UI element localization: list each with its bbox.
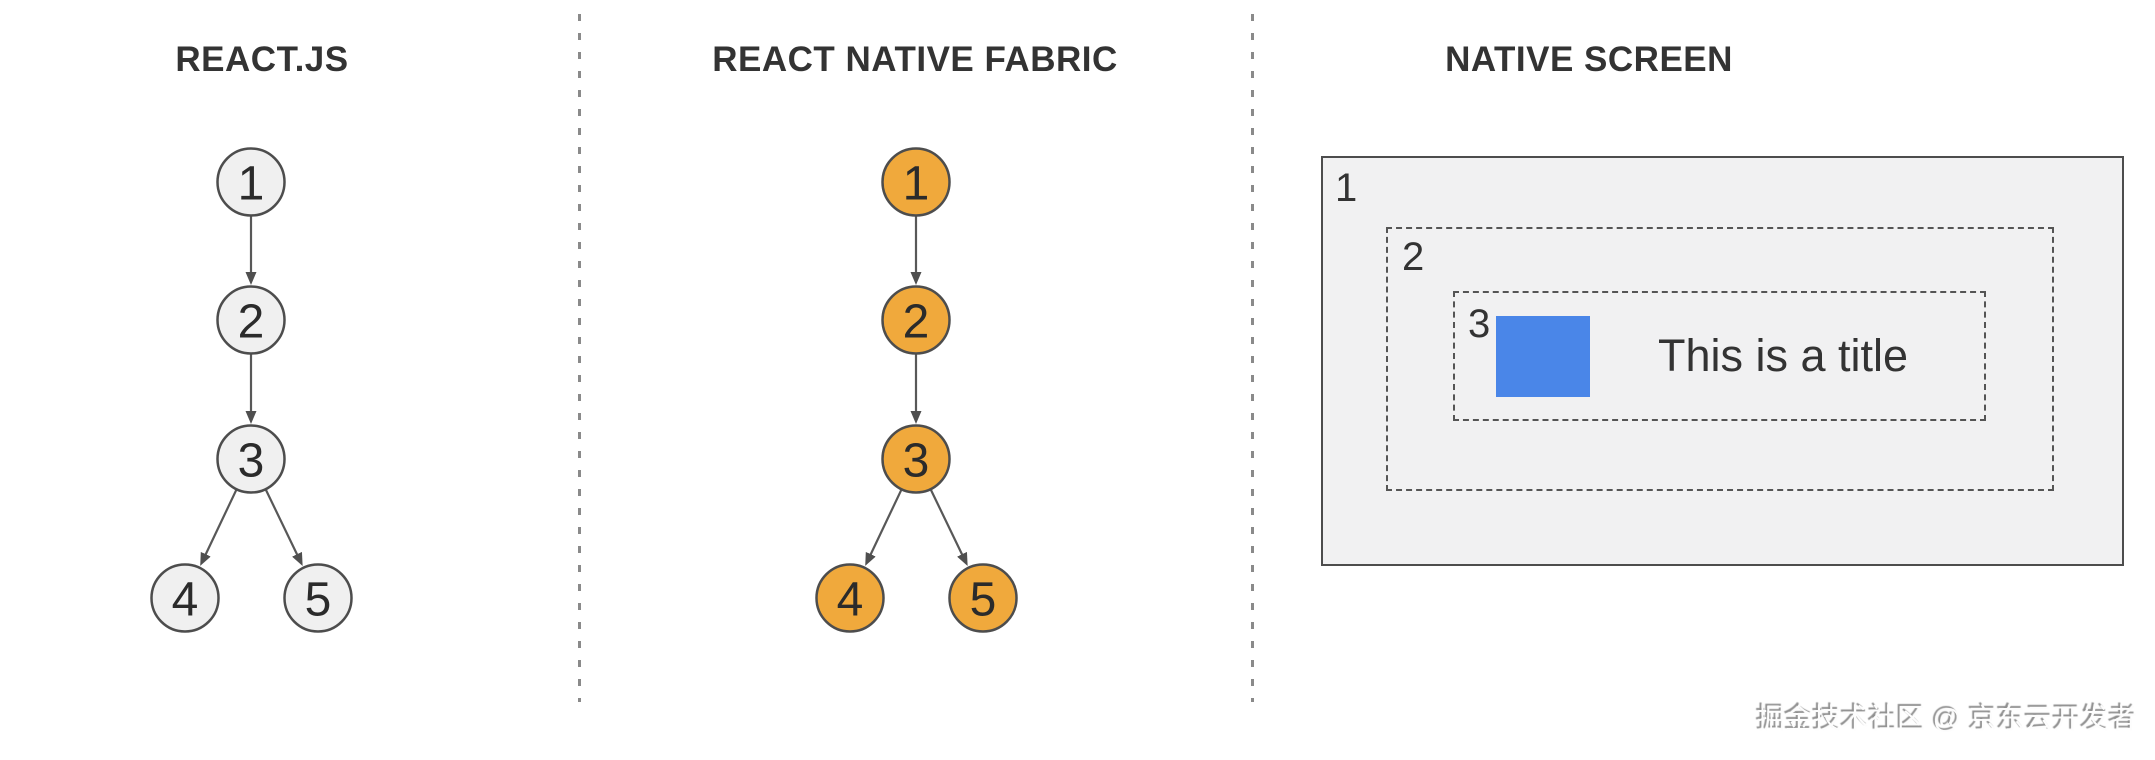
node-circle: [216, 285, 286, 355]
node-label: 2: [903, 296, 930, 349]
react-native-fabric-title: REACT NATIVE FABRIC: [712, 40, 1118, 79]
node-circle: [881, 424, 951, 494]
tree-node: 3: [881, 424, 951, 494]
node-label: 3: [238, 435, 265, 488]
node-label: 5: [305, 574, 332, 627]
panel-divider-left: [578, 14, 581, 702]
node-circle: [881, 147, 951, 217]
node-label: 4: [172, 574, 199, 627]
native-root-view: 1 2 3 This is a title: [1321, 156, 2124, 566]
node-circle: [881, 285, 951, 355]
react-js-tree: 1 2 3 4 5: [150, 147, 353, 633]
node-label: 3: [903, 435, 930, 488]
native-container-view: 2 3 This is a title: [1386, 227, 2054, 491]
node-label: 1: [903, 158, 930, 211]
tree-edge: [929, 489, 968, 567]
panel-divider-right: [1251, 14, 1254, 702]
native-inner-view: 3 This is a title: [1453, 291, 1986, 421]
tree-edge: [264, 489, 303, 567]
tree-node: 4: [815, 563, 885, 633]
react-native-fabric-tree: 1 2 3 4 5: [815, 147, 1018, 633]
tree-node: 2: [881, 285, 951, 355]
watermark: 掘金技术社区 @ 京东云开发者: [1757, 703, 2137, 734]
tree-node: 1: [881, 147, 951, 217]
node-circle: [216, 424, 286, 494]
tree-node: 1: [216, 147, 286, 217]
node-circle: [815, 563, 885, 633]
tree-node: 4: [150, 563, 220, 633]
react-js-title: REACT.JS: [175, 40, 349, 79]
tree-node: 2: [216, 285, 286, 355]
tree-node: 5: [283, 563, 353, 633]
node-label: 4: [837, 574, 864, 627]
image-view: [1496, 316, 1590, 397]
inner-view-label: 3: [1468, 302, 1491, 346]
node-label: 2: [238, 296, 265, 349]
screen-title-text: This is a title: [1658, 330, 1909, 381]
node-circle: [216, 147, 286, 217]
node-circle: [283, 563, 353, 633]
tree-edge: [865, 489, 903, 566]
native-screen-title: NATIVE SCREEN: [1445, 40, 1733, 79]
tree-node: 5: [948, 563, 1018, 633]
tree-edge: [200, 489, 238, 566]
tree-node: 3: [216, 424, 286, 494]
node-circle: [150, 563, 220, 633]
container-view-label: 2: [1402, 235, 1425, 279]
node-label: 1: [238, 158, 265, 211]
node-label: 5: [970, 574, 997, 627]
node-circle: [948, 563, 1018, 633]
root-view-label: 1: [1335, 166, 1358, 210]
